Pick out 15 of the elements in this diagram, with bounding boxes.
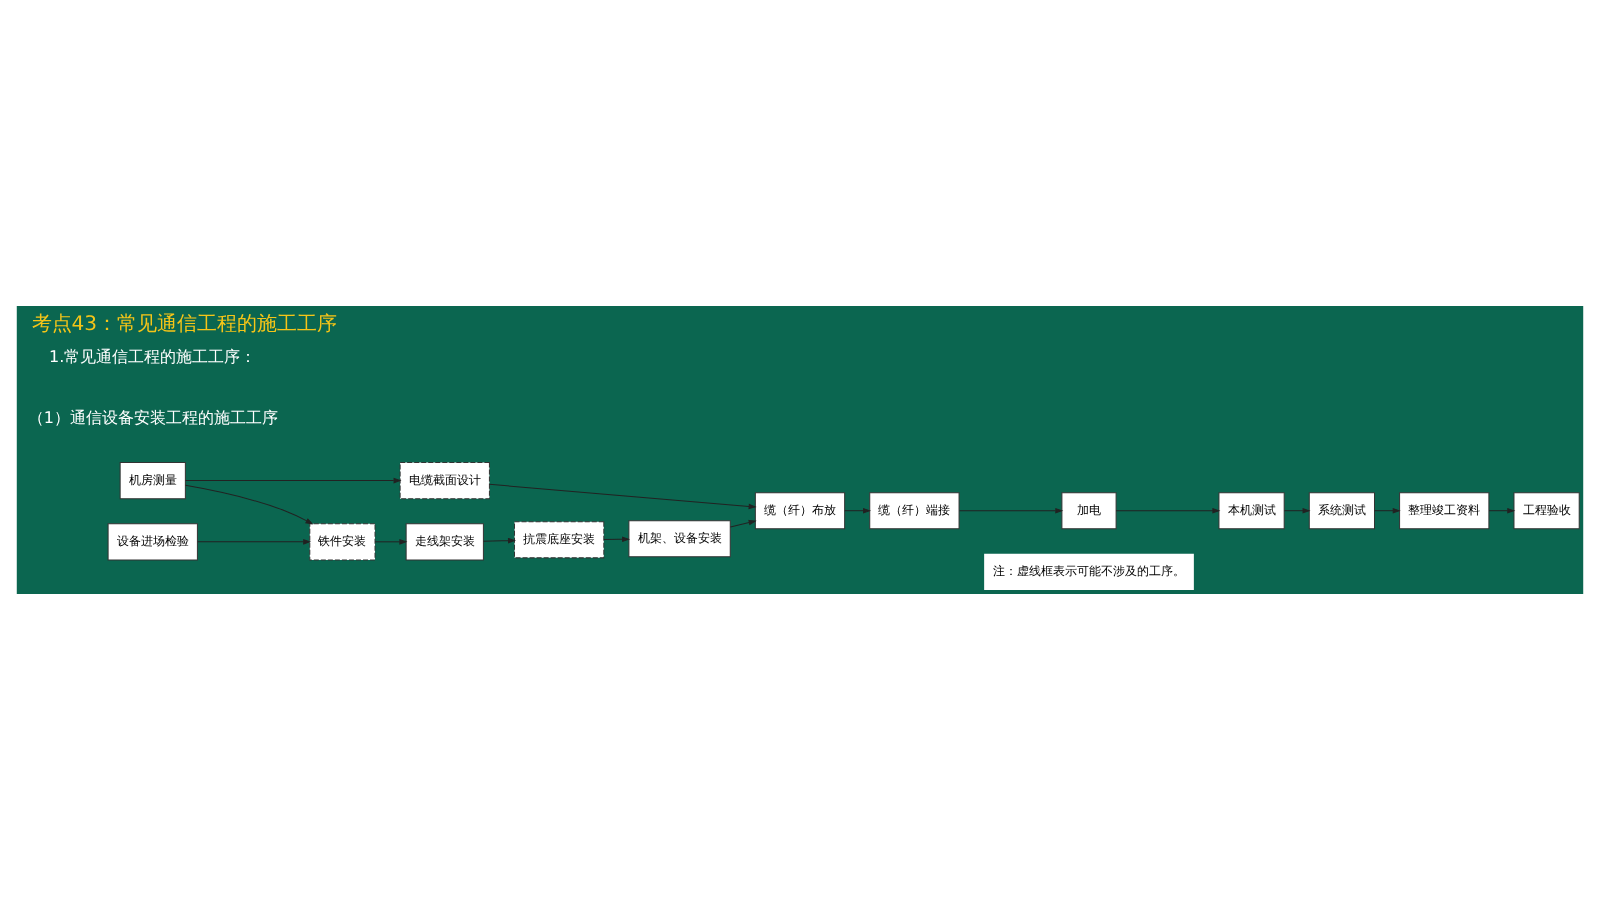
arrow (483, 538, 515, 544)
arrow (197, 539, 311, 545)
arrow (729, 519, 756, 528)
arrow (844, 508, 871, 514)
arrow (1115, 508, 1220, 514)
arrow (1488, 508, 1515, 514)
arrow (958, 508, 1063, 514)
arrow (374, 539, 407, 545)
arrow (603, 536, 630, 542)
arrow (184, 484, 313, 525)
arrow (1374, 508, 1400, 514)
arrow (488, 483, 756, 510)
diagram-title: 考点43：常见通信工程的施工工序 (31, 314, 338, 337)
arrow (1283, 508, 1310, 514)
arrow (185, 478, 401, 484)
